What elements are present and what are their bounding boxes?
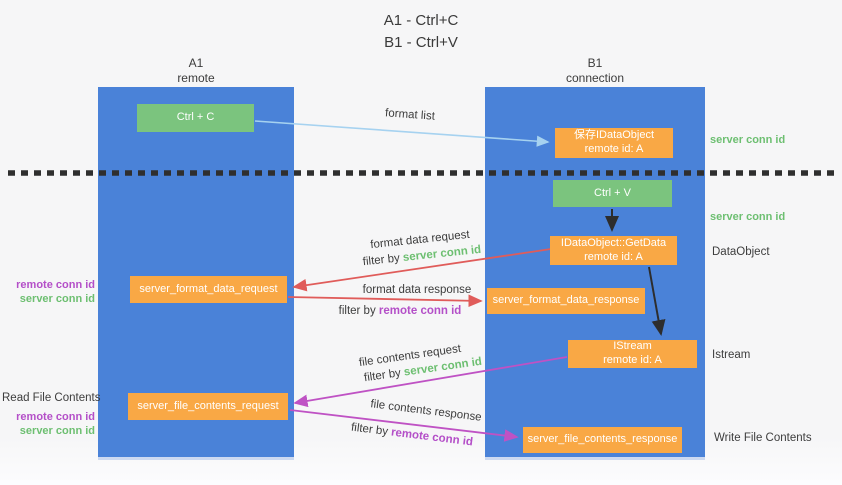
write-file-contents-label: Write File Contents	[714, 432, 812, 444]
dataobject-label: DataObject	[712, 246, 770, 258]
ctrl-c-label: Ctrl + C	[176, 111, 215, 124]
ctrl-c-node: Ctrl + C	[137, 104, 254, 132]
save-idataobject-line2: remote id: A	[584, 143, 644, 155]
format-data-response-label: format data response	[362, 284, 472, 296]
left-server-conn-id-label-2: server conn id	[19, 425, 95, 437]
file-contents-request-arrow	[293, 356, 568, 408]
read-file-contents-label: Read File Contents	[2, 392, 101, 404]
istream-side-label: Istream	[712, 349, 751, 361]
lane-b1-title: B1	[587, 56, 603, 70]
istream-line1: IStream	[613, 340, 652, 353]
left-remote-conn-id-label: remote conn id	[16, 279, 95, 291]
format-data-request-arrow	[292, 248, 552, 292]
lane-a1-title: A1	[188, 56, 204, 70]
lane-header-b1-connection: B1 connection	[485, 56, 705, 86]
format-list-arrow	[254, 120, 550, 147]
server-format-data-response-label: server_format_data_response	[492, 294, 640, 307]
server-format-data-response-node: server_format_data_response	[487, 288, 645, 314]
right-server-conn-id-label-mid: server conn id	[710, 211, 786, 223]
format-data-response-filter-label: filter by remote conn id	[315, 305, 485, 317]
remote-conn-id-text: remote conn id	[378, 305, 462, 317]
diagram-title: A1 - Ctrl+C B1 - Ctrl+V	[0, 10, 842, 54]
title-line-1: A1 - Ctrl+C	[383, 12, 459, 29]
file-contents-response-arrow	[289, 409, 519, 442]
istream-node: IStream remote id: A	[568, 340, 697, 368]
save-idataobject-line1: 保存IDataObject	[573, 129, 655, 142]
left-server-conn-id-label: server conn id	[19, 293, 95, 305]
save-idataobject-node: 保存IDataObject remote id: A	[555, 128, 673, 158]
left-remote-conn-id-label-2: remote conn id	[16, 411, 95, 423]
right-server-conn-id-label-top: server conn id	[710, 134, 786, 146]
server-format-data-request-label: server_format_data_request	[139, 282, 278, 295]
getdata-to-istream-arrow	[648, 266, 666, 336]
server-file-contents-response-node: server_file_contents_response	[523, 427, 682, 453]
getdata-line1: IDataObject::GetData	[560, 236, 667, 249]
server-file-contents-request-label: server_file_contents_request	[137, 399, 279, 412]
idataobject-getdata-node: IDataObject::GetData remote id: A	[550, 236, 677, 265]
server-file-contents-response-label: server_file_contents_response	[527, 433, 678, 446]
filter-by-text: filter by	[338, 305, 379, 317]
getdata-line2: remote id: A	[584, 250, 643, 263]
ctrl-v-label: Ctrl + V	[594, 186, 631, 199]
title-line-2: B1 - Ctrl+V	[384, 33, 458, 51]
format-data-response-arrow	[287, 294, 483, 308]
ctrl-v-node: Ctrl + V	[553, 180, 672, 207]
istream-line2: remote id: A	[603, 354, 662, 366]
lane-header-a1-remote: A1 remote	[98, 56, 294, 86]
lane-a1-subtitle: remote	[177, 71, 215, 85]
server-file-contents-request-node: server_file_contents_request	[128, 393, 288, 420]
lane-b1-subtitle: connection	[565, 71, 625, 85]
server-format-data-request-node: server_format_data_request	[130, 276, 287, 303]
